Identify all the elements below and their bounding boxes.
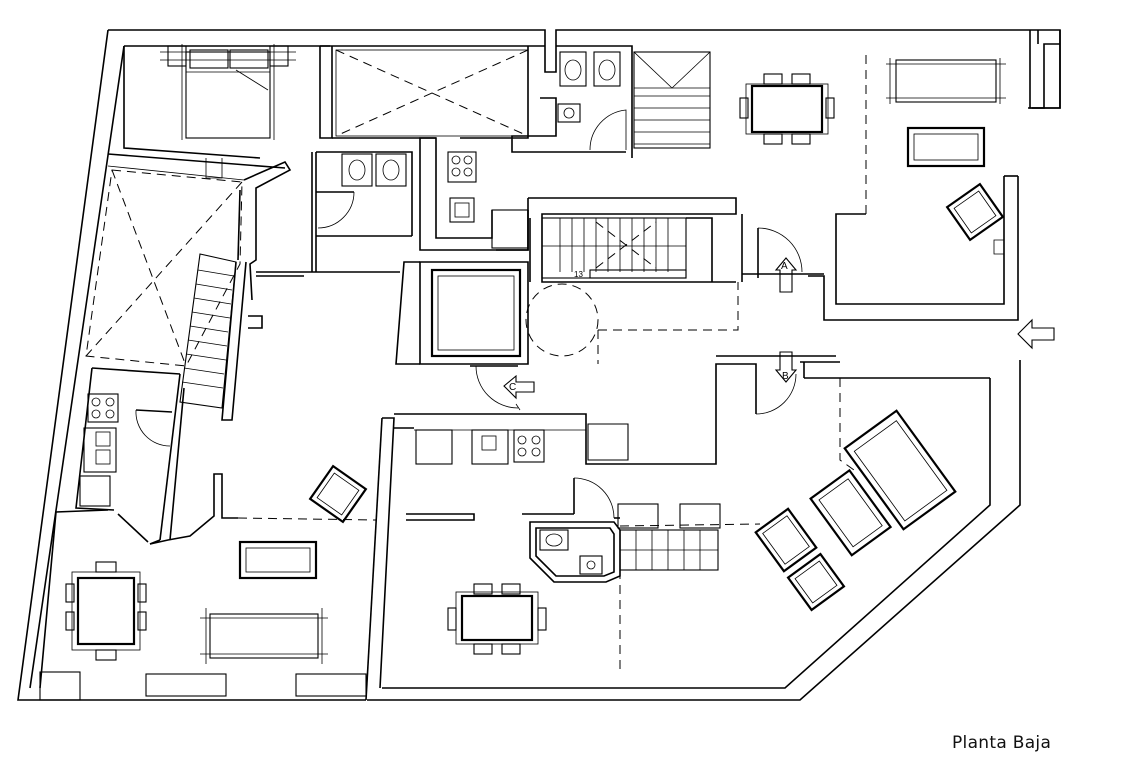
elevator-shaft	[395, 261, 739, 365]
void-courtyard-left	[85, 165, 245, 367]
coffee-table-lower-left	[238, 540, 318, 580]
double-bed	[160, 44, 296, 140]
stairs-top	[633, 51, 711, 149]
section-marker-a: A	[774, 257, 798, 293]
kitchen-lower-left	[75, 367, 185, 545]
bathroom-small-center	[256, 151, 413, 277]
stairs-left	[179, 160, 292, 421]
exterior-walls	[17, 29, 1061, 701]
entry-door-a	[742, 227, 824, 278]
dining-table-lower-center	[447, 583, 547, 655]
marker-a-label: A	[781, 261, 788, 272]
kitchen-lower-center	[394, 363, 742, 521]
armchair-lower-left	[308, 464, 368, 524]
dining-table-lower-left	[65, 561, 147, 661]
plan-title: Planta Baja	[952, 733, 1052, 753]
void-courtyard-top	[335, 49, 529, 137]
door-lower-center	[470, 365, 519, 409]
kitchen-upper-center	[419, 137, 529, 251]
room-upper-right	[808, 52, 1019, 321]
entrance-arrow-icon	[1017, 318, 1055, 350]
coffee-table-upper-right	[906, 126, 986, 168]
partition-lower-left	[39, 417, 395, 701]
stairs-lower	[617, 503, 761, 672]
marker-c-label: C	[509, 382, 516, 393]
door-b-area	[716, 355, 990, 471]
sofa-lower-left	[200, 608, 328, 664]
stair-step-number: 13	[574, 270, 583, 279]
section-marker-b: B	[774, 351, 798, 383]
sofa-upper-right	[886, 58, 1006, 104]
lounge-chairs-lower-right	[754, 409, 957, 612]
dining-table-top	[739, 73, 835, 145]
section-marker-c: C	[503, 374, 535, 411]
bathroom-top-center	[511, 45, 633, 158]
bathroom-lower-center	[529, 521, 621, 583]
marker-b-label: B	[782, 371, 789, 382]
stairwell-center: 13	[528, 197, 743, 283]
armchair-upper-right	[945, 182, 1005, 242]
